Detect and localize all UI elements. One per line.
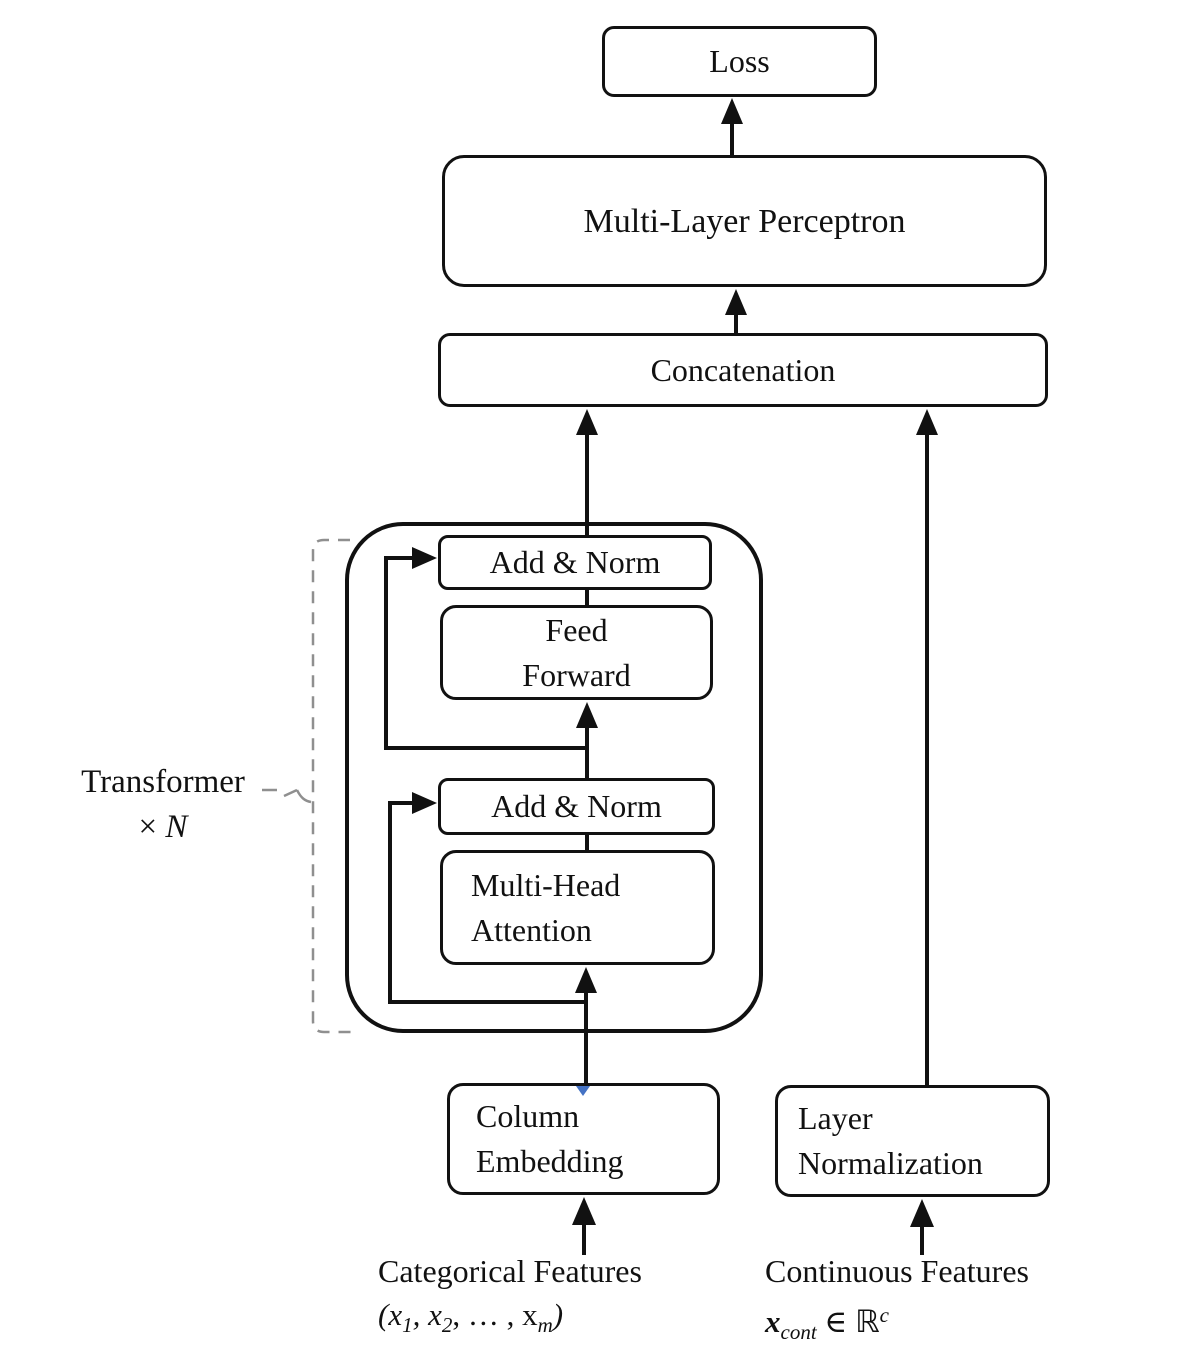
add-norm-bottom-node: Add & Norm xyxy=(438,778,715,835)
transformer-repeat-label-line1: Transformer xyxy=(81,764,245,800)
arrow-categorical-input xyxy=(572,1197,596,1255)
categorical-features-title: Categorical Features xyxy=(378,1253,642,1289)
layer-normalization-node: Layer Normalization xyxy=(775,1085,1050,1197)
continuous-features-math: xcont ∈ ℝc xyxy=(765,1296,1105,1351)
math-subscript: m xyxy=(537,1313,553,1337)
concatenation-label: Concatenation xyxy=(650,351,836,388)
mlp-label: Multi-Layer Perceptron xyxy=(583,202,906,240)
mlp-node: Multi-Layer Perceptron xyxy=(442,155,1047,287)
transformer-repeat-label-line2: × N xyxy=(43,807,283,847)
continuous-features-title: Continuous Features xyxy=(765,1253,1029,1289)
arrow-continuous-input xyxy=(910,1199,934,1255)
arrow-layernorm-to-concatenation xyxy=(916,409,938,1085)
math-x: x xyxy=(765,1304,781,1339)
feed-forward-label: Feed Forward xyxy=(522,611,631,693)
math-fragment: , x xyxy=(412,1297,442,1332)
times-sign: × xyxy=(138,809,158,845)
add-norm-top-label: Add & Norm xyxy=(489,544,661,580)
math-fragment: (x xyxy=(378,1297,403,1332)
math-superscript: c xyxy=(879,1303,889,1327)
column-embedding-label: Column Embedding xyxy=(476,1098,624,1179)
concatenation-node: Concatenation xyxy=(438,333,1048,407)
real-numbers-symbol: ℝ xyxy=(855,1304,880,1339)
element-of-sign: ∈ xyxy=(816,1304,856,1339)
column-embedding-node: Column Embedding xyxy=(447,1083,720,1195)
arrow-concatenation-to-mlp xyxy=(725,289,747,333)
arrow-transformer-to-concatenation xyxy=(576,409,598,535)
arrow-mlp-to-loss xyxy=(721,98,743,157)
continuous-features-caption: Continuous Features xcont ∈ ℝc xyxy=(765,1252,1105,1351)
layer-normalization-label: Layer Normalization xyxy=(798,1100,983,1181)
math-fragment: ) xyxy=(552,1297,564,1332)
repeat-count-var: N xyxy=(165,809,188,845)
add-norm-top-node: Add & Norm xyxy=(438,535,712,590)
math-fragment: , … , x xyxy=(452,1297,538,1332)
loss-node: Loss xyxy=(602,26,877,97)
add-norm-bottom-label: Add & Norm xyxy=(491,788,662,824)
multi-head-attention-label: Multi-Head Attention xyxy=(471,866,621,948)
multi-head-attention-node: Multi-Head Attention xyxy=(440,850,715,965)
categorical-features-caption: Categorical Features (x1, x2, … , xm) xyxy=(378,1252,718,1344)
categorical-features-math: (x1, x2, … , xm) xyxy=(378,1296,718,1344)
loss-label: Loss xyxy=(709,43,770,79)
math-subscript: cont xyxy=(780,1320,817,1344)
math-subscript: 2 xyxy=(441,1313,453,1337)
transformer-repeat-label: Transformer × N xyxy=(43,762,283,847)
feed-forward-node: Feed Forward xyxy=(440,605,713,700)
math-subscript: 1 xyxy=(402,1313,413,1337)
